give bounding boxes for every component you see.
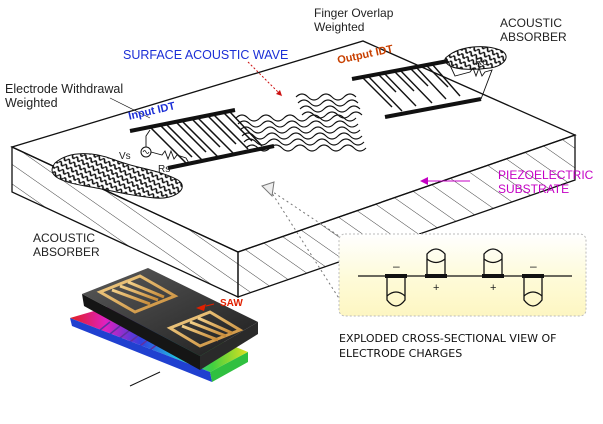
surface-acoustic-wave-label: SURFACE ACOUSTIC WAVE [123, 48, 289, 62]
rs-label: Rs [158, 164, 171, 175]
charge-minus-1: – [393, 259, 400, 273]
electrode-withdrawal-label: Electrode Withdrawal Weighted [5, 82, 123, 110]
acoustic-absorber-bottom-line1: ACOUSTIC [33, 231, 96, 245]
piezoelectric-substrate-label: PIEZOELECTRIC SUBSTRATE [498, 168, 593, 196]
acoustic-absorber-top-line2: ABSORBER [500, 30, 567, 44]
vs-label: Vs [119, 151, 131, 162]
saw-chip-label: SAW [220, 298, 243, 309]
output-wire [447, 60, 493, 100]
acoustic-absorber-top-line1: ACOUSTIC [500, 16, 563, 30]
output-idt [351, 59, 493, 119]
substrate-pointer-arrow [420, 177, 470, 185]
acoustic-absorber-bottom-line2: ABSORBER [33, 245, 100, 259]
electrode-withdrawal-line1: Electrode Withdrawal [5, 82, 124, 96]
surface-acoustic-wave [235, 93, 367, 152]
wave-pointer-arrow [247, 61, 283, 97]
piezo-line1: PIEZOELECTRIC [498, 168, 594, 182]
cross-section-inset [338, 233, 587, 317]
electrode-withdrawal-line2: Weighted [5, 96, 58, 110]
input-wire [145, 129, 191, 166]
finger-overlap-label: Finger Overlap Weighted [314, 6, 393, 34]
acoustic-absorber-left-patch [51, 153, 183, 199]
piezoelectric-substrate [10, 40, 577, 299]
cross-section-caption-line1: EXPLODED CROSS-SECTIONAL VIEW OF [339, 332, 557, 345]
cross-section-caption-line2: ELECTRODE CHARGES [339, 347, 463, 360]
acoustic-absorber-bottom-label: ACOUSTIC ABSORBER [33, 231, 100, 259]
electrode-withdrawal-leader [109, 97, 151, 119]
charge-minus-2: – [530, 259, 537, 273]
cross-section-caption: EXPLODED CROSS-SECTIONAL VIEW OF ELECTRO… [339, 331, 557, 361]
acoustic-absorber-top-label: ACOUSTIC ABSORBER [500, 16, 567, 44]
finger-overlap-label-line2: Weighted [314, 20, 365, 34]
ro-label: Ro [475, 57, 488, 68]
charge-plus-1: + [433, 282, 440, 294]
saw-chip-illustration [70, 268, 258, 387]
piezo-line2: SUBSTRATE [498, 182, 570, 196]
charge-plus-2: + [490, 282, 497, 294]
finger-overlap-label-line1: Finger Overlap [314, 6, 394, 20]
zoom-lines [261, 181, 346, 301]
input-idt [129, 108, 275, 170]
